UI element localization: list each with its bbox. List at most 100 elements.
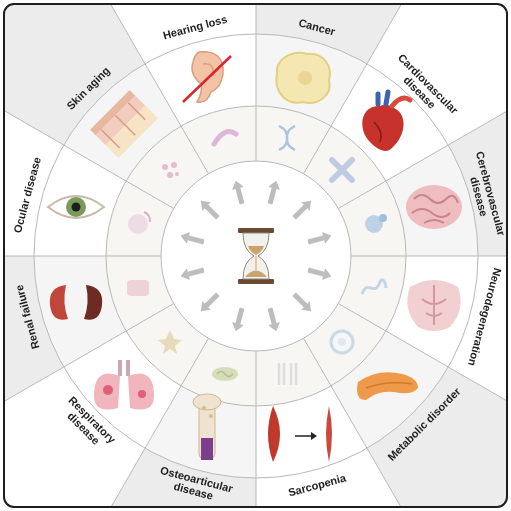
inward-arrow — [290, 290, 315, 315]
illustration-part — [101, 103, 148, 150]
illustration-part — [392, 98, 410, 106]
illustration-part — [201, 438, 213, 460]
illustration-part — [378, 92, 388, 104]
illustration-part — [72, 203, 81, 212]
illustration-part — [202, 406, 206, 410]
eye — [48, 196, 104, 218]
organ-illustrations — [48, 52, 462, 462]
illustration-part — [94, 374, 120, 410]
ring-sectors — [4, 4, 507, 507]
illustration-part — [66, 197, 86, 217]
cancer-cell — [276, 53, 330, 103]
ring-boundary — [161, 161, 351, 351]
illustration-part — [245, 271, 267, 278]
illustration-part — [406, 185, 462, 229]
illustration-part — [120, 360, 128, 376]
illustration-part — [162, 164, 168, 170]
autophagy-icon — [331, 331, 353, 353]
illustration-part — [357, 372, 418, 400]
ring-sector — [338, 181, 406, 256]
illustration-part — [412, 195, 458, 223]
pancreas — [357, 372, 418, 400]
illustration-part — [243, 233, 269, 279]
illustration-part — [167, 172, 173, 178]
sector-divider — [256, 351, 257, 507]
illustration-part — [175, 172, 179, 176]
illustration-part — [238, 279, 274, 284]
illustration-part — [128, 374, 154, 410]
illustration-part — [214, 132, 236, 144]
inward-arrow — [197, 290, 222, 315]
illustration-part — [298, 71, 312, 85]
bone — [193, 394, 221, 460]
sector-divider — [256, 4, 257, 161]
illustration-part — [158, 330, 182, 354]
illustration-part — [138, 390, 146, 398]
kidneys — [50, 285, 102, 320]
illustration-part — [279, 363, 296, 385]
illustration-part — [362, 280, 386, 294]
illustration-part — [171, 162, 177, 168]
illustration-part — [326, 406, 332, 462]
illustration-part — [366, 383, 412, 388]
epigenetics-icon — [365, 214, 387, 233]
ring-sector — [256, 338, 331, 406]
brain — [406, 185, 462, 229]
hourglass — [238, 228, 274, 284]
illustration-part — [193, 394, 221, 410]
illustration-part — [279, 126, 295, 150]
illustration-part — [103, 385, 113, 395]
illustration-part — [311, 432, 317, 440]
illustration-part — [128, 214, 148, 234]
illustration-part — [183, 56, 231, 102]
proteostasis-icon — [362, 280, 386, 294]
illustration-part — [212, 367, 238, 381]
illustration-part — [48, 196, 104, 218]
hallmark-icons — [127, 126, 387, 385]
inward-arrows — [179, 179, 333, 333]
inward-arrow — [307, 230, 333, 248]
sarcopenia-muscles — [268, 406, 332, 462]
communication-icon — [128, 212, 150, 234]
skin-layers — [90, 90, 158, 158]
chromosome-icon — [332, 160, 352, 180]
inward-arrow — [179, 230, 205, 248]
illustration-part — [144, 212, 150, 222]
illustration-part — [84, 285, 102, 320]
illustration-part — [374, 122, 381, 142]
inward-arrow — [264, 307, 282, 333]
sector-divider — [4, 256, 161, 257]
senescence-icon — [158, 330, 182, 354]
lungs — [94, 360, 154, 410]
ear — [183, 52, 231, 102]
mitochondria-icon — [212, 367, 238, 381]
dna-icon — [279, 126, 295, 150]
frame-border — [4, 4, 507, 507]
illustration-part — [268, 406, 280, 462]
inward-arrow — [290, 197, 315, 222]
illustration-part — [331, 331, 353, 353]
illustration-part — [217, 372, 233, 377]
stem-cell-icon — [127, 280, 149, 296]
inward-arrow — [197, 197, 222, 222]
illustration-part — [248, 246, 264, 255]
illustration-part — [209, 414, 213, 418]
ring-sector — [181, 106, 256, 174]
inward-arrow — [230, 307, 248, 333]
nutrient-sensing-icon — [279, 363, 296, 385]
dysbiosis-icon — [214, 132, 236, 144]
illustration-part — [256, 256, 257, 270]
illustration-part — [422, 285, 446, 325]
sector-divider — [351, 256, 507, 257]
illustration-part — [332, 160, 352, 180]
illustration-part — [295, 435, 311, 437]
illustration-part — [127, 280, 149, 296]
illustration-part — [238, 228, 274, 233]
illustration-part — [407, 280, 460, 331]
inward-arrow — [230, 179, 248, 205]
inflammation-icon — [162, 162, 179, 178]
illustration-part — [379, 214, 387, 222]
heart — [362, 92, 410, 151]
